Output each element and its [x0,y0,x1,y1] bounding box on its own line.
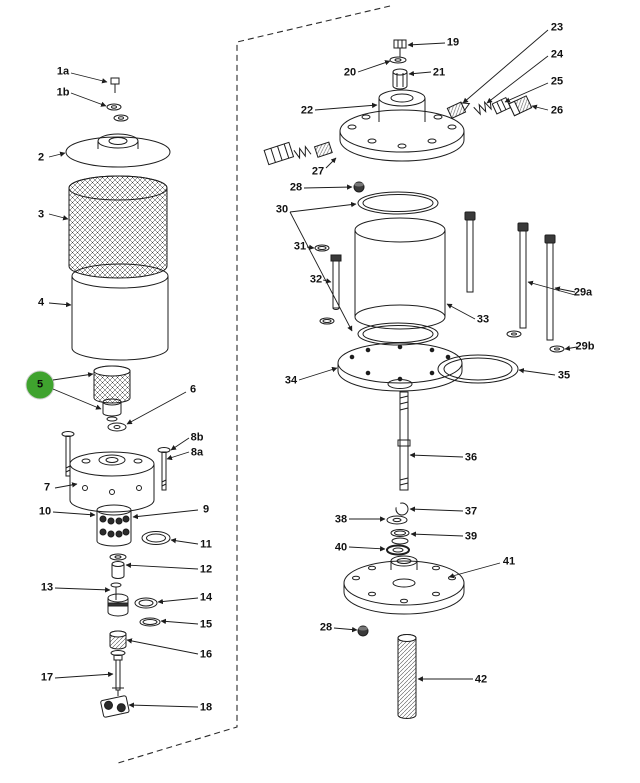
part-7-bearing-housing [69,451,155,513]
callout-4[interactable]: 4 [37,296,45,309]
part-39-seal-rings [390,529,410,545]
part-28-plug-top-shape [353,181,365,193]
callout-33[interactable]: 33 [476,313,490,326]
part-1-bolt-and-washers [106,77,129,122]
callout-16[interactable]: 16 [199,648,213,661]
part-18-clamp [100,695,130,718]
part-11-o-ring [141,531,171,545]
callout-42[interactable]: 42 [474,673,488,686]
callout-12[interactable]: 12 [199,563,213,576]
callout-35[interactable]: 35 [557,369,571,382]
callout-17[interactable]: 17 [40,671,54,684]
callout-28-top[interactable]: 28 [289,181,303,194]
callout-26[interactable]: 26 [550,104,564,117]
part-20-washer [389,56,407,64]
callout-41[interactable]: 41 [502,555,516,568]
part-30-o-rings [357,191,439,346]
callout-30[interactable]: 30 [275,203,289,216]
callout-37[interactable]: 37 [464,505,478,518]
callout-34[interactable]: 34 [284,374,298,387]
part-21-bushing [392,68,408,90]
part-13-screw [110,582,122,600]
part-17-pin [110,650,126,696]
callout-8b[interactable]: 8b [190,431,204,444]
part-10-roller-cage [96,504,132,547]
callout-1a[interactable]: 1a [56,65,70,78]
callout-14[interactable]: 14 [199,591,213,604]
part-38-washer [386,515,408,525]
callout-19[interactable]: 19 [446,36,460,49]
callout-6[interactable]: 6 [189,383,197,396]
part-16-plug [109,630,127,650]
part-35-large-o-ring [437,354,519,384]
callout-10[interactable]: 10 [38,505,52,518]
part-22-top-flange [339,89,465,162]
callout-15[interactable]: 15 [199,618,213,631]
part-12-spacer [109,553,127,579]
part-14-o-ring [134,597,158,609]
callout-39[interactable]: 39 [464,530,478,543]
fitting-24-spring [473,99,492,116]
fitting-25-sleeve [491,96,512,115]
callout-40[interactable]: 40 [334,541,348,554]
part-32-rod [330,254,342,310]
part-15-ring [139,617,161,627]
part-42-tube [397,634,417,719]
part-6-washer [107,422,127,432]
callout-29a[interactable]: 29a [573,286,593,299]
callout-11[interactable]: 11 [200,538,212,551]
callout-25[interactable]: 25 [550,75,564,88]
callout-5-highlighted[interactable]: 5 [26,371,54,399]
part-3-mesh-element [68,175,168,279]
part-36-shaft [397,391,411,491]
fitting-26-plug [508,95,533,117]
callout-20[interactable]: 20 [343,66,357,79]
callout-9[interactable]: 9 [202,503,210,516]
callout-22[interactable]: 22 [300,104,314,117]
callout-2[interactable]: 2 [37,151,45,164]
part-19-nut [393,39,407,57]
view-boundary-dashed [117,5,391,764]
callout-36[interactable]: 36 [464,451,478,464]
callout-13[interactable]: 13 [40,581,54,594]
callout-21[interactable]: 21 [432,66,446,79]
part-5-filter-insert [93,365,131,422]
valve-piston [107,593,129,617]
part-27-fitting-set [263,141,333,166]
part-40-seal [386,544,410,556]
part-37-circlip [395,502,409,516]
callout-28-bottom[interactable]: 28 [319,621,333,634]
part-2-cover-disc [65,133,171,168]
part-29a-studs [464,211,556,341]
callout-27[interactable]: 27 [311,165,325,178]
callout-23[interactable]: 23 [550,21,564,34]
callout-38[interactable]: 38 [334,513,348,526]
callout-24[interactable]: 24 [550,48,564,61]
callout-29b[interactable]: 29b [575,340,595,353]
part-31-rings [314,244,335,325]
callout-7[interactable]: 7 [43,481,51,494]
callout-3[interactable]: 3 [37,208,45,221]
fitting-23-cone [446,101,471,119]
part-29b-washers [506,330,565,353]
callout-32[interactable]: 32 [309,273,323,286]
callout-31[interactable]: 31 [293,240,307,253]
part-28-plug-bottom-shape [357,625,369,637]
part-8-bolts [61,431,171,491]
callout-8a[interactable]: 8a [190,446,204,459]
leader-lines [48,29,578,708]
callout-1b[interactable]: 1b [56,86,70,99]
part-33-cylinder [354,217,446,330]
callout-18[interactable]: 18 [199,701,213,714]
part-4-shell-cylinder [71,263,169,361]
part-41-bottom-flange [343,555,465,615]
part-34-flange-plate [337,342,463,392]
